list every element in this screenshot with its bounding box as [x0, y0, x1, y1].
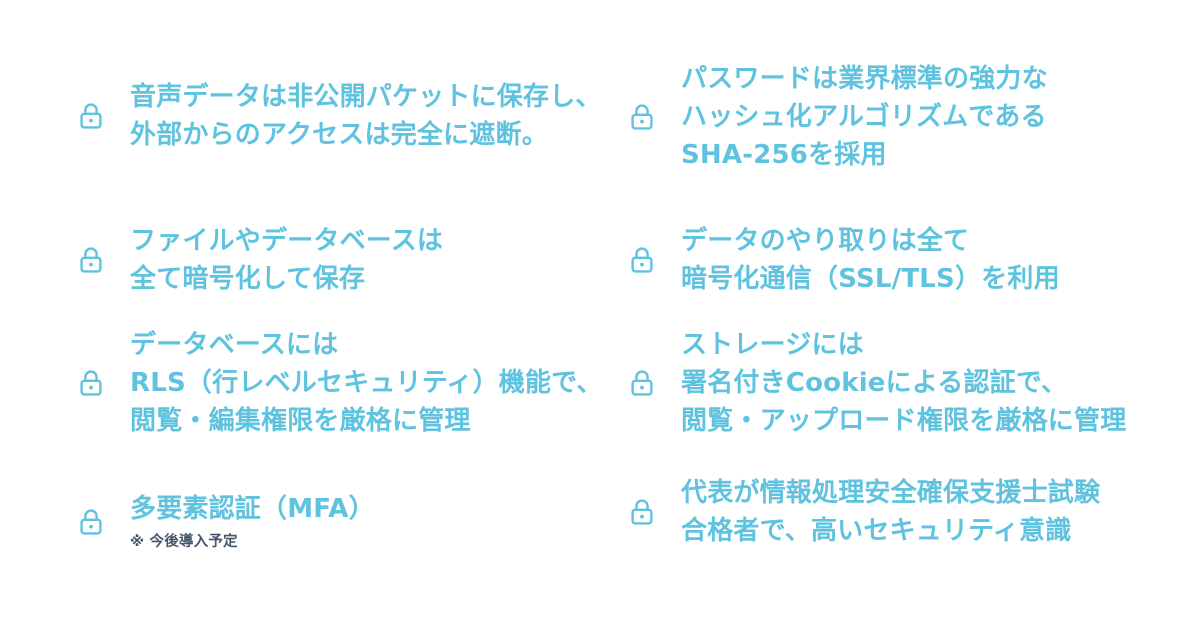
feature-text: ファイルやデータベースは全て暗号化して保存 — [108, 222, 443, 298]
feature-text: データのやり取りは全て暗号化通信（SSL/TLS）を利用 — [659, 222, 1060, 298]
feature-line: ハッシュ化アルゴリズムである — [681, 102, 1047, 132]
feature-line: 音声データは非公開パケットに保存し、 — [130, 82, 602, 112]
features-column-right: パスワードは業界標準の強力なハッシュ化アルゴリズムである SHA-256を採用デー… — [629, 0, 1149, 630]
feature-line: 閲覧・編集権限を厳格に管理 — [130, 406, 471, 436]
lock-icon — [78, 508, 108, 536]
feature-line: 暗号化通信（SSL/TLS）を利用 — [681, 264, 1060, 294]
feature-line: 代表が情報処理安全確保支援士試験 — [681, 478, 1101, 508]
lock-icon — [78, 369, 108, 397]
lock-icon — [629, 498, 659, 526]
feature-line: ストレージには — [681, 330, 864, 360]
lock-icon — [629, 369, 659, 397]
security-feature-row: データのやり取りは全て暗号化通信（SSL/TLS）を利用 — [629, 222, 1060, 298]
feature-text: データベースには RLS（行レベルセキュリティ）機能で、閲覧・編集権限を厳格に管理 — [108, 326, 603, 440]
feature-line: 合格者で、高いセキュリティ意識 — [681, 516, 1072, 546]
feature-text: 多要素認証（MFA） ※ 今後導入予定 — [108, 490, 375, 553]
security-feature-row: パスワードは業界標準の強力なハッシュ化アルゴリズムである SHA-256を採用 — [629, 60, 1048, 174]
feature-line: 全て暗号化して保存 — [130, 264, 366, 294]
feature-line: 外部からのアクセスは完全に遮断。 — [130, 120, 548, 150]
feature-text: 代表が情報処理安全確保支援士試験合格者で、高いセキュリティ意識 — [659, 474, 1100, 550]
feature-line: 多要素認証（MFA） — [130, 494, 375, 524]
feature-line: データのやり取りは全て — [681, 226, 970, 256]
security-feature-row: 音声データは非公開パケットに保存し、外部からのアクセスは完全に遮断。 — [78, 78, 602, 154]
security-feature-row: 多要素認証（MFA） ※ 今後導入予定 — [78, 490, 375, 553]
feature-line: パスワードは業界標準の強力な — [681, 64, 1048, 94]
lock-icon — [78, 102, 108, 130]
lock-icon — [629, 103, 659, 131]
feature-line: RLS（行レベルセキュリティ）機能で、 — [130, 368, 603, 398]
feature-line: ファイルやデータベースは — [130, 226, 444, 256]
feature-line: SHA-256を採用 — [681, 140, 887, 170]
lock-icon — [78, 246, 108, 274]
security-feature-row: ストレージには署名付きCookieによる認証で、閲覧・アップロード権限を厳格に管… — [629, 326, 1126, 440]
feature-line: データベースには — [130, 330, 339, 360]
security-feature-row: ファイルやデータベースは全て暗号化して保存 — [78, 222, 443, 298]
feature-line: 署名付きCookieによる認証で、 — [681, 368, 1068, 398]
feature-text: ストレージには署名付きCookieによる認証で、閲覧・アップロード権限を厳格に管… — [659, 326, 1126, 440]
features-column-left: 音声データは非公開パケットに保存し、外部からのアクセスは完全に遮断。ファイルやデ… — [78, 0, 602, 630]
security-feature-row: 代表が情報処理安全確保支援士試験合格者で、高いセキュリティ意識 — [629, 474, 1100, 550]
security-feature-row: データベースには RLS（行レベルセキュリティ）機能で、閲覧・編集権限を厳格に管理 — [78, 326, 603, 440]
feature-text: パスワードは業界標準の強力なハッシュ化アルゴリズムである SHA-256を採用 — [659, 60, 1048, 174]
lock-icon — [629, 246, 659, 274]
feature-note: ※ 今後導入予定 — [130, 534, 238, 550]
feature-line: 閲覧・アップロード権限を厳格に管理 — [681, 406, 1127, 436]
feature-text: 音声データは非公開パケットに保存し、外部からのアクセスは完全に遮断。 — [108, 78, 602, 154]
